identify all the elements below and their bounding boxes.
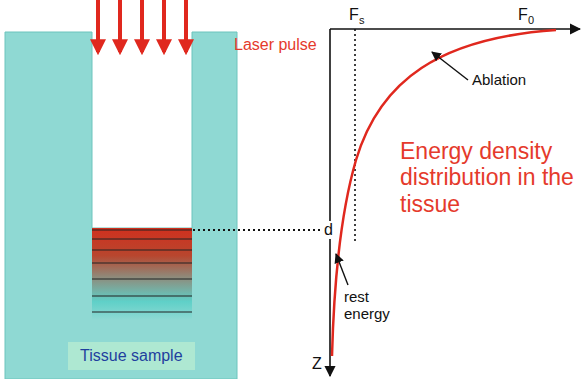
rest-energy-leader [336,254,348,285]
chart-title: Energy density distribution in the tissu… [400,138,576,217]
axis-symbol: F [518,6,528,24]
ablation-leader [432,52,468,80]
curve-label: rest energy [344,288,400,323]
layer-line [92,311,192,312]
box-text: Tissue sample [80,347,183,365]
laser-arrows [98,0,186,52]
layer-line [92,278,192,279]
curve-label: Ablation [472,71,526,88]
laser-arrow [118,0,122,52]
laser-arrow [184,0,188,52]
layer-line [92,238,192,239]
axis-symbol: F [349,6,359,24]
axis-label: Z [312,355,322,373]
layer-line [92,229,192,230]
z-axis [329,29,331,376]
layer-line [92,295,192,296]
laser-arrow [140,0,144,52]
threshold-guide [354,29,356,242]
depth-label: d [323,221,334,239]
laser-arrow [96,0,100,52]
heated-layers [92,228,192,320]
beam-label: Laser pulse [234,36,317,54]
layer-line [92,262,192,263]
axis-subscript: s [359,14,365,27]
layer-line [92,249,192,250]
tissue-block [5,32,237,379]
depth-guide [193,229,326,231]
laser-arrow [162,0,166,52]
axis-subscript: 0 [528,14,534,27]
layer-lines [92,230,192,312]
f-axis [330,28,580,30]
sample-label-box: Tissue sample [68,342,195,370]
